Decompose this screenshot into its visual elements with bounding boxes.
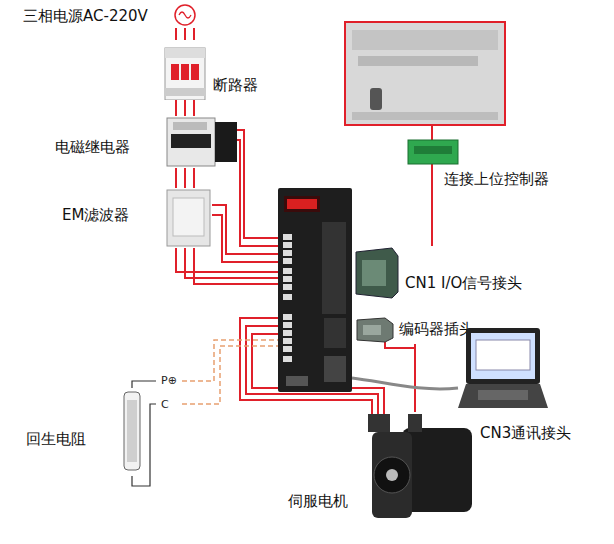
component-label: 电磁继电器 bbox=[55, 138, 130, 156]
encoder-cable bbox=[385, 342, 415, 348]
laptop: CN3通讯接头 bbox=[458, 328, 588, 448]
regen-resistor-icon bbox=[116, 386, 148, 476]
component-label: 编码器插头 bbox=[399, 320, 474, 338]
wire-connector bbox=[414, 344, 416, 412]
component-label: 连接上位控制器 bbox=[444, 170, 549, 188]
encoder-plug: 编码器插头 bbox=[355, 314, 485, 344]
encoder-plug-icon bbox=[355, 316, 395, 344]
controller-cable bbox=[431, 164, 433, 192]
cn1-connector-icon bbox=[352, 246, 400, 300]
regen-resistor: 回生电阻 bbox=[26, 386, 150, 476]
wire-connector bbox=[431, 192, 433, 246]
emi-filter: EM滤波器 bbox=[62, 188, 214, 248]
wire-connector bbox=[176, 168, 194, 188]
servo-drive bbox=[278, 188, 352, 392]
component-label: 断路器 bbox=[213, 76, 258, 94]
wire-connector bbox=[176, 28, 194, 40]
servo-motor: 伺服电机 bbox=[288, 412, 474, 530]
component-label: CN3通讯接头 bbox=[480, 424, 571, 442]
component-label: CN1 I/O信号接头 bbox=[405, 274, 522, 292]
power-source-icon bbox=[173, 2, 197, 28]
component-label: 三相电源AC-220V bbox=[23, 7, 148, 25]
contactor-icon bbox=[165, 116, 240, 168]
component-label: EM滤波器 bbox=[62, 206, 129, 224]
terminal-label: C bbox=[160, 398, 170, 411]
regen-wires bbox=[182, 340, 284, 404]
component-label: 伺服电机 bbox=[288, 492, 348, 510]
component-label: 回生电阻 bbox=[26, 430, 86, 448]
circuit-breaker-icon bbox=[163, 40, 207, 100]
circuit-breaker: 断路器 bbox=[163, 40, 273, 100]
controller-cable bbox=[431, 125, 433, 140]
wire-connector bbox=[176, 100, 194, 116]
comm-cable bbox=[352, 378, 458, 389]
terminal-label: P⊕ bbox=[160, 374, 178, 387]
emi-filter-icon bbox=[165, 188, 212, 248]
contactor: 电磁继电器 bbox=[55, 116, 240, 168]
servo-motor-icon bbox=[366, 412, 474, 530]
laptop-icon bbox=[458, 328, 548, 414]
controller-connector-icon bbox=[404, 138, 462, 166]
controller-connector: 连接上位控制器 bbox=[404, 138, 564, 192]
cn1-connector: CN1 I/O信号接头 bbox=[352, 246, 552, 300]
plc-controller bbox=[345, 22, 505, 125]
power-source: 三相电源AC-220V bbox=[23, 2, 199, 28]
